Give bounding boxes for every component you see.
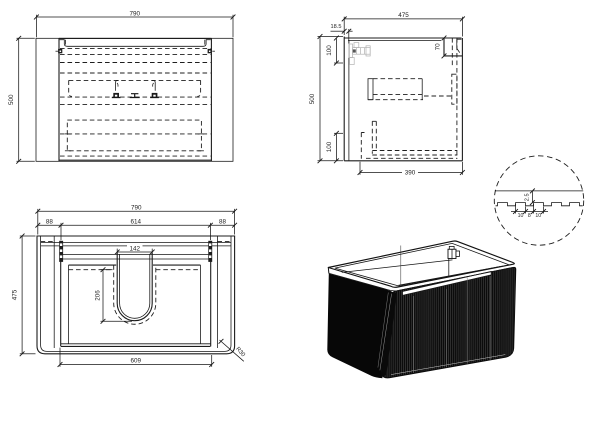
svg-text:R30: R30 (234, 346, 246, 358)
svg-text:609: 609 (131, 357, 142, 364)
svg-text:10: 10 (518, 213, 524, 219)
svg-text:88: 88 (46, 219, 54, 226)
svg-text:500: 500 (309, 93, 316, 104)
svg-text:790: 790 (129, 10, 140, 17)
svg-text:100: 100 (326, 141, 333, 152)
svg-text:475: 475 (398, 12, 409, 19)
svg-text:8: 8 (528, 213, 531, 219)
svg-text:100: 100 (326, 45, 333, 56)
svg-text:500: 500 (8, 94, 15, 105)
svg-text:390: 390 (405, 169, 416, 176)
svg-text:475: 475 (12, 289, 19, 300)
svg-text:142: 142 (129, 245, 140, 252)
svg-text:206: 206 (95, 290, 102, 301)
svg-text:70: 70 (434, 43, 441, 51)
svg-text:18.5: 18.5 (331, 24, 342, 30)
svg-text:614: 614 (130, 219, 141, 226)
svg-text:790: 790 (131, 205, 142, 212)
svg-text:2.5: 2.5 (525, 193, 531, 201)
svg-text:10: 10 (535, 213, 541, 219)
svg-text:88: 88 (219, 219, 227, 226)
